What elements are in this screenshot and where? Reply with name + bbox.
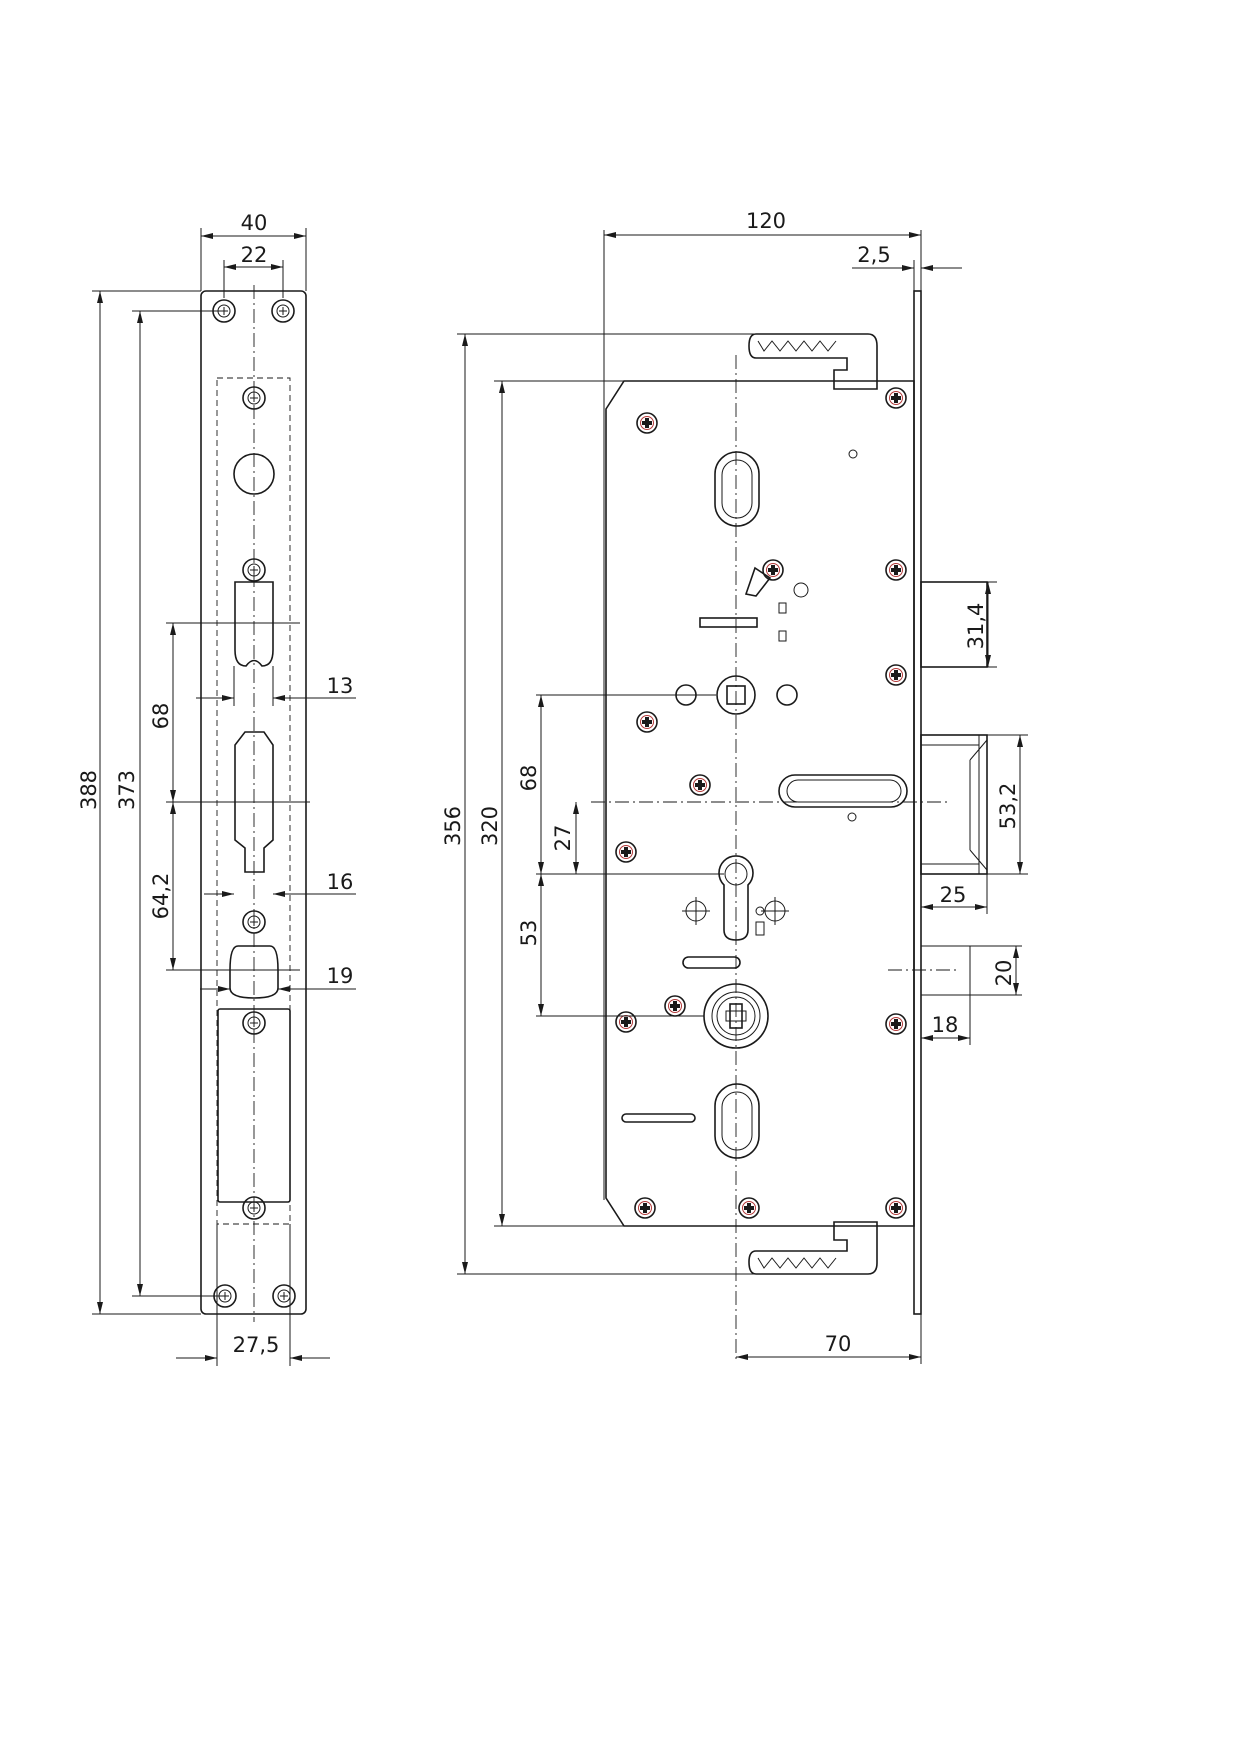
faceplate-round-cutout [233, 453, 275, 495]
faceplate-view: 40 22 388 373 68 64,2 13 16 [77, 211, 356, 1366]
faceplate-bolt-slot [234, 731, 274, 873]
dim-label-screw-pitch-373: 373 [115, 770, 139, 810]
dim-label-spindle-68: 68 [517, 765, 541, 792]
faceplate-deadbolt-slot [229, 945, 279, 999]
lower-rod-slot [714, 1083, 760, 1159]
case-screw [762, 559, 784, 581]
lock-case-outline [605, 380, 915, 1227]
auxiliary-slot [682, 956, 741, 969]
case-screw [689, 774, 711, 796]
case-screw [885, 664, 907, 686]
dim-label-hole-spacing-22: 22 [241, 243, 268, 267]
dim-label-offset-27: 27 [551, 825, 575, 852]
case-screw [615, 841, 637, 863]
case-screw [885, 1013, 907, 1035]
upper-rod-slot [714, 451, 760, 527]
dim-label-slot-13: 13 [327, 674, 354, 698]
dim-label-length-388: 388 [77, 770, 101, 810]
dim-label-slot-16: 16 [327, 870, 354, 894]
dim-label-slot-19: 19 [327, 964, 354, 988]
case-screw [636, 412, 658, 434]
dim-label-spacing-68: 68 [149, 703, 173, 730]
bottom-hook-bolt [748, 1221, 878, 1275]
lock-body-view: 120 2,5 356 320 68 27 53 31,4 [441, 209, 1028, 1364]
case-screw [885, 559, 907, 581]
faceplate-screw-hole [271, 299, 295, 323]
bolt-guide-slot [778, 774, 908, 808]
faceplate-screw-hole [272, 1284, 296, 1308]
case-screw [885, 1197, 907, 1219]
dim-label-deadbolt-20: 20 [992, 960, 1016, 987]
dim-label-width-40: 40 [241, 211, 268, 235]
faceplate-hidden-body [216, 377, 291, 1225]
dim-label-width-27-5: 27,5 [233, 1333, 280, 1357]
dim-label-bolt-53-2: 53,2 [996, 783, 1020, 830]
faceplate-latch-slot [234, 581, 274, 667]
dim-label-latch-31-4: 31,4 [964, 603, 988, 650]
case-screw [634, 1197, 656, 1219]
case-screw [738, 1197, 760, 1219]
top-hook-bolt [748, 333, 878, 390]
dim-label-height-320: 320 [478, 806, 502, 846]
main-deadbolt [920, 734, 988, 875]
latch-quadrant [744, 566, 772, 597]
dim-label-backset-70: 70 [825, 1332, 852, 1356]
dim-label-bolt-25: 25 [940, 883, 967, 907]
dim-label-plate-2-5: 2,5 [857, 243, 890, 267]
case-screw [664, 995, 686, 1017]
latch-bar [699, 617, 758, 628]
spindle-hub [716, 675, 756, 715]
case-screw [615, 1011, 637, 1033]
case-screw [636, 711, 658, 733]
faceplate-bottom-window [217, 1008, 291, 1203]
case-screw [885, 387, 907, 409]
dim-label-height-356: 356 [441, 806, 465, 846]
spindle-square [726, 685, 746, 705]
lock-forend-plate [913, 290, 922, 1315]
dim-label-depth-120: 120 [746, 209, 786, 233]
dim-label-deadbolt-18: 18 [932, 1013, 959, 1037]
dim-label-spacing-64-2: 64,2 [149, 873, 173, 920]
dim-label-cylinder-53: 53 [517, 920, 541, 947]
profile-cylinder-cutout [718, 855, 754, 941]
